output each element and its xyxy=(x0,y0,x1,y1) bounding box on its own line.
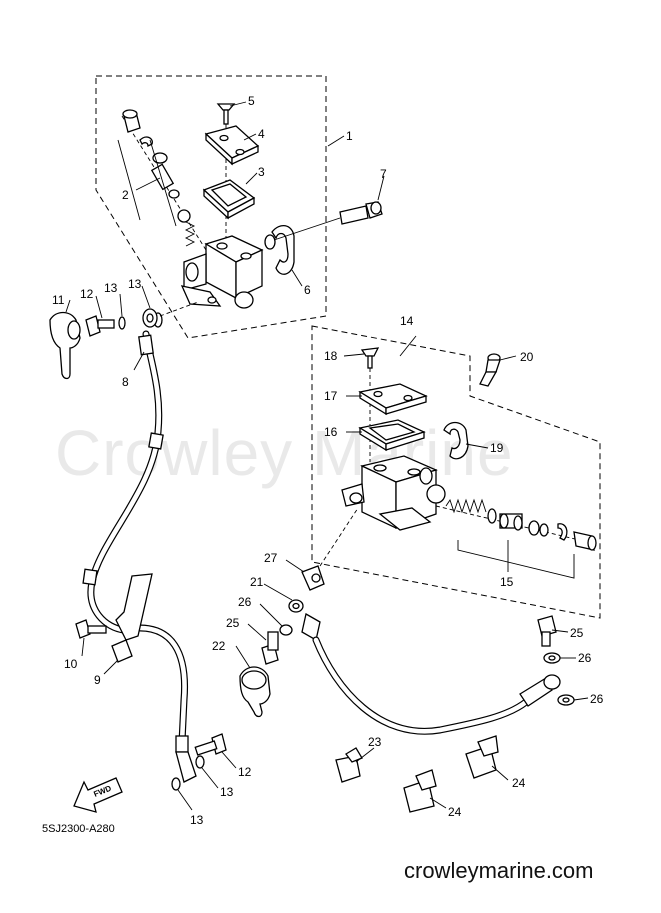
part-8-brake-hose xyxy=(82,330,197,783)
part-6-holder-clamp xyxy=(271,225,295,275)
callout-9: 9 xyxy=(94,673,101,687)
callout-23: 23 xyxy=(368,735,382,749)
part-13-washer-upper xyxy=(118,301,199,330)
callout-26-left: 26 xyxy=(238,595,252,609)
callout-10: 10 xyxy=(64,657,78,671)
callout-12-lower: 12 xyxy=(238,765,252,779)
callout-15: 15 xyxy=(500,575,514,589)
part-11-cap xyxy=(49,311,81,380)
callout-19: 19 xyxy=(490,441,504,455)
callout-13-d: 13 xyxy=(190,813,204,827)
callout-24-left: 24 xyxy=(448,805,462,819)
callout-13-a: 13 xyxy=(104,281,118,295)
callout-5: 5 xyxy=(248,94,255,108)
part-15-piston-kit xyxy=(435,498,597,579)
part-27-fitting xyxy=(301,507,359,591)
callout-18: 18 xyxy=(324,349,338,363)
part-14-master-cylinder-body xyxy=(341,455,446,531)
part-24-holder-left xyxy=(403,769,437,813)
part-21-union xyxy=(288,599,304,613)
part-4-reservoir-cap xyxy=(204,125,260,166)
callout-2: 2 xyxy=(122,188,129,202)
callout-6: 6 xyxy=(304,283,311,297)
callout-26-right-lower: 26 xyxy=(590,692,604,706)
callout-4: 4 xyxy=(258,127,265,141)
callout-21: 21 xyxy=(250,575,264,589)
part-10-bolt xyxy=(75,619,107,639)
callout-13-b: 13 xyxy=(128,277,142,291)
part-13-washer-lower xyxy=(171,755,205,791)
part-23-hose-holder xyxy=(335,747,363,783)
callout-1: 1 xyxy=(346,129,353,143)
part-26-washer-right-upper xyxy=(543,652,561,664)
callout-12-upper: 12 xyxy=(80,287,94,301)
part-18-screw xyxy=(360,347,380,462)
part-25-bolt-right xyxy=(537,615,557,647)
part-12-union-bolt-upper xyxy=(85,315,115,337)
part-20-bolt xyxy=(479,353,501,387)
callout-13-c: 13 xyxy=(220,785,234,799)
part-5-screw xyxy=(216,103,236,238)
callout-7: 7 xyxy=(380,167,387,181)
part-12-union-bolt-lower xyxy=(194,733,227,756)
callout-20: 20 xyxy=(520,350,534,364)
callout-25-right: 25 xyxy=(570,626,584,640)
callout-26-right-upper: 26 xyxy=(578,651,592,665)
part-22-cap xyxy=(239,666,271,718)
part-19-holder-clamp xyxy=(443,421,469,460)
leader-lines xyxy=(65,101,589,811)
assembly-1-outline xyxy=(95,75,327,339)
callout-labels: 5 4 3 1 7 6 2 11 12 13 13 8 10 9 12 13 1… xyxy=(52,94,604,827)
part-26-washer-right-lower xyxy=(557,694,575,706)
callout-8: 8 xyxy=(122,375,129,389)
part-9-hose-holder xyxy=(111,573,153,663)
part-26-washer-left xyxy=(279,624,293,636)
diagram-code: 5SJ2300-A280 xyxy=(42,823,115,835)
callout-17: 17 xyxy=(324,389,338,403)
callout-14: 14 xyxy=(400,314,414,328)
callout-3: 3 xyxy=(258,165,265,179)
callout-11: 11 xyxy=(52,293,65,307)
part-24-holder-right xyxy=(465,735,499,779)
lower-brake-hose xyxy=(301,612,561,735)
callout-22: 22 xyxy=(212,639,226,653)
assembly-14-outline xyxy=(311,325,601,619)
callout-24-right: 24 xyxy=(512,776,526,790)
part-7-bolt xyxy=(273,201,383,241)
part-1-master-cylinder-body xyxy=(180,234,276,309)
website-footer: crowleymarine.com xyxy=(404,858,594,883)
part-3-diaphragm xyxy=(202,179,256,220)
part-2-piston-kit xyxy=(117,109,207,251)
callout-25-left: 25 xyxy=(226,616,240,630)
fwd-arrow-icon: FWD xyxy=(73,777,123,813)
part-17-reservoir-cap xyxy=(358,383,428,416)
part-25-bolt-left xyxy=(261,631,279,665)
callout-27: 27 xyxy=(264,551,278,565)
callout-16: 16 xyxy=(324,425,338,439)
